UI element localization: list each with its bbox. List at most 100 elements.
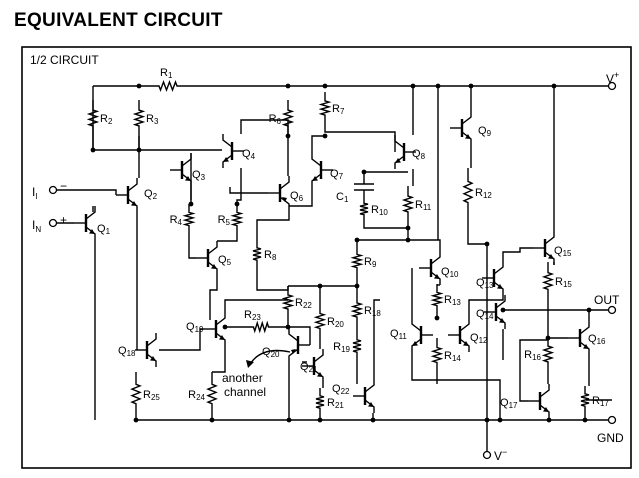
- transistor-q8: Q8: [394, 135, 426, 169]
- svg-text:R8: R8: [264, 249, 277, 262]
- svg-text:R6: R6: [269, 113, 282, 126]
- wire: [236, 168, 242, 204]
- in-plus-label: IN: [32, 218, 41, 234]
- junction-dot: [136, 83, 142, 89]
- svg-text:R20: R20: [327, 316, 344, 329]
- resistor-r19: R19: [333, 332, 362, 360]
- another-channel-arrow: [246, 349, 291, 368]
- resistor-r23: R23: [244, 309, 276, 334]
- transistor-q15: Q15: [533, 231, 572, 265]
- vplus-label: V+: [606, 70, 619, 86]
- resistor-r24: R24: [188, 372, 218, 416]
- svg-text:R2: R2: [100, 113, 113, 126]
- resistor-r25: R25: [130, 372, 160, 416]
- junction-dot: [90, 147, 96, 153]
- svg-text:Q12: Q12: [470, 332, 488, 345]
- svg-text:R3: R3: [146, 113, 159, 126]
- transistor-q18: Q18: [118, 333, 157, 367]
- resistor-r18: R18: [350, 294, 381, 326]
- transistor-q7: Q7: [311, 153, 344, 187]
- junction-dot: [546, 417, 552, 423]
- wire: [57, 189, 117, 195]
- wire: [502, 247, 533, 261]
- svg-text:Q19: Q19: [186, 321, 204, 334]
- svg-text:R17: R17: [592, 395, 609, 408]
- resistor-r22: R22: [281, 286, 312, 318]
- wire: [468, 295, 504, 318]
- transistor-q12: Q12: [448, 318, 488, 352]
- svg-text:Q17: Q17: [500, 397, 518, 410]
- wire: [276, 326, 311, 345]
- wiring: [57, 83, 612, 452]
- resistor-r10: R10: [359, 196, 388, 222]
- resistor-r2: R2: [86, 100, 113, 136]
- wire: [224, 299, 288, 312]
- svg-text:Q21: Q21: [300, 361, 318, 374]
- wire: [209, 275, 218, 320]
- svg-text:R1: R1: [160, 67, 173, 80]
- junction-dot: [317, 417, 323, 423]
- transistor-q10: Q10: [419, 251, 459, 285]
- svg-text:R10: R10: [371, 204, 388, 217]
- junction-dot: [188, 201, 194, 207]
- wire: [159, 328, 204, 351]
- svg-text:Q8: Q8: [412, 148, 426, 161]
- transistor-q22: Q22: [332, 379, 375, 413]
- svg-text:Q20: Q20: [262, 346, 280, 359]
- wire: [188, 234, 196, 259]
- wire: [519, 339, 548, 402]
- resistor-r15: R15: [541, 262, 572, 300]
- transistor-q9: Q9: [450, 111, 492, 145]
- junction-dot: [484, 417, 490, 423]
- wire: [411, 352, 501, 420]
- svg-text:R24: R24: [188, 389, 205, 402]
- resistor-r4: R4: [170, 204, 196, 234]
- svg-text:R5: R5: [218, 214, 231, 227]
- circuit-frame: [21, 46, 632, 469]
- capacitor-c1: C1: [336, 183, 374, 204]
- resistor-r5: R5: [218, 204, 244, 234]
- transistor-q17: Q17: [500, 384, 550, 418]
- transistor-q6: Q6: [268, 176, 304, 210]
- svg-text:R21: R21: [327, 397, 344, 410]
- in-minus-terminal: [48, 185, 58, 195]
- junction-dot: [410, 83, 416, 89]
- svg-text:R23: R23: [244, 309, 261, 322]
- junction-dot: [468, 83, 474, 89]
- junction-dot: [500, 307, 506, 313]
- transistor-q20: Q20: [262, 328, 310, 362]
- in-plus-sign: +: [60, 213, 67, 227]
- svg-text:Q22: Q22: [332, 383, 350, 396]
- svg-text:R25: R25: [143, 389, 160, 402]
- transistor-q3: Q3: [170, 153, 206, 187]
- resistor-r7: R7: [318, 92, 345, 124]
- svg-text:C1: C1: [336, 191, 349, 204]
- transistor-q11: Q11: [390, 318, 433, 352]
- svg-text:R11: R11: [415, 199, 432, 212]
- junction-dot: [354, 283, 360, 289]
- junction-dot: [133, 417, 139, 423]
- transistor-q2: Q2: [116, 178, 158, 212]
- resistor-r3: R3: [132, 100, 159, 136]
- junction-dot: [582, 417, 588, 423]
- resistor-r6: R6: [269, 100, 295, 136]
- vplus-terminal: [607, 81, 617, 91]
- resistor-r21: R21: [315, 388, 344, 416]
- junction-dot: [551, 83, 557, 89]
- svg-text:Q3: Q3: [192, 169, 206, 182]
- svg-text:Q15: Q15: [554, 245, 572, 258]
- in-plus-terminal: [48, 218, 58, 228]
- frame-label: 1/2 CIRCUIT: [30, 53, 99, 67]
- vminus-terminal: [482, 450, 492, 460]
- wire: [373, 299, 380, 379]
- svg-text:Q10: Q10: [441, 266, 459, 279]
- junction-dot: [354, 237, 360, 243]
- resistor-r14: R14: [430, 338, 461, 372]
- svg-text:Q5: Q5: [218, 254, 232, 267]
- junction-dot: [322, 133, 328, 139]
- wire: [212, 346, 226, 373]
- page-title: EQUIVALENT CIRCUIT: [14, 10, 223, 31]
- resistor-r13: R13: [430, 284, 461, 314]
